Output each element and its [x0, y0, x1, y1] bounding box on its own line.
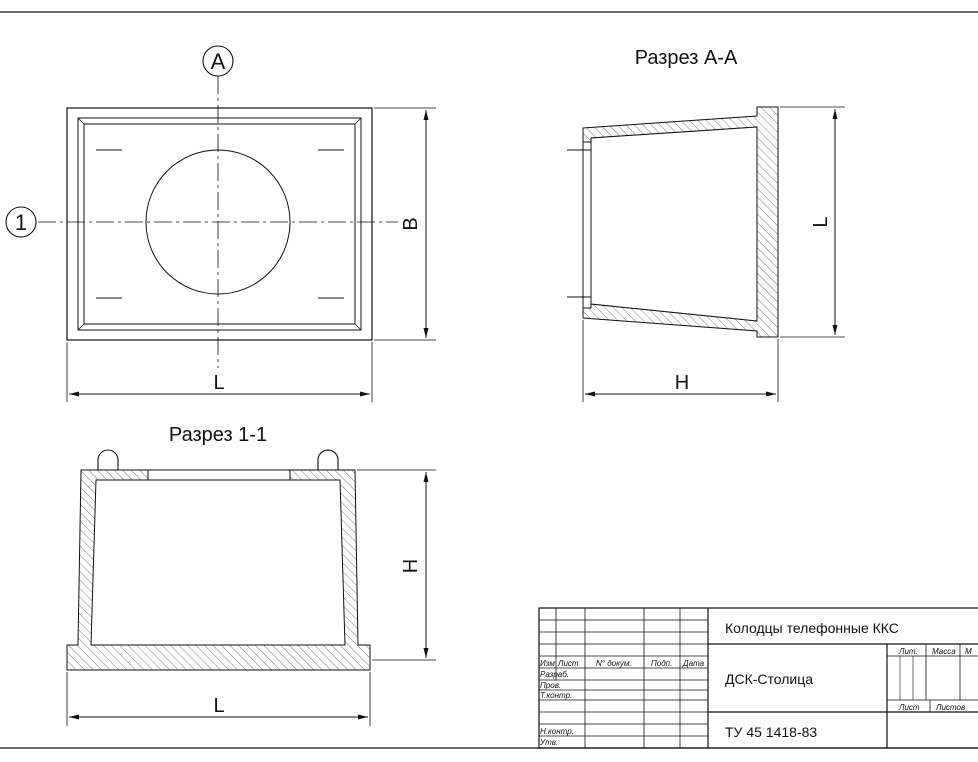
product-title: Колодцы телефонные ККС: [725, 620, 899, 636]
plan-dimension-l: L: [66, 342, 373, 402]
section-11-dimension-h: H: [357, 469, 436, 661]
tb-listov: Листов: [935, 703, 965, 712]
svg-text:L: L: [810, 216, 832, 227]
section-aa-dimension-h: H: [582, 320, 779, 402]
svg-text:A: A: [211, 49, 226, 74]
tb-row-nkontr: Н.контр.: [540, 727, 574, 736]
organization-name: ДСК-Столица: [725, 671, 813, 687]
tb-massa: Масса: [932, 647, 956, 656]
tb-row-utv: Утв.: [539, 738, 558, 747]
tb-row-tkontr: Т.контр.: [540, 691, 572, 700]
plan-dimension-b: B: [374, 107, 436, 341]
plan-view: [38, 76, 398, 368]
standard-code: ТУ 45 1418-83: [725, 724, 817, 740]
tb-row-prov: Пров.: [540, 681, 561, 690]
section-11-view: [66, 449, 371, 671]
svg-text:1: 1: [15, 210, 27, 235]
tb-row-razrab: Разраб.: [540, 670, 569, 679]
tb-list: Лист: [898, 703, 920, 712]
section-11-title: Разрез 1-1: [169, 424, 267, 446]
tb-col-izm: Изм: [540, 659, 555, 668]
svg-text:H: H: [675, 372, 689, 394]
title-block: [538, 607, 978, 749]
axis-1-marker: 1: [5, 206, 37, 238]
tb-lit: Лит.: [898, 647, 918, 656]
section-aa-view: [567, 106, 779, 338]
tb-col-data: Дата: [682, 659, 705, 668]
svg-text:L: L: [213, 372, 224, 394]
section-aa-dimension-l: L: [780, 106, 845, 338]
tb-col-docum: N° докум.: [596, 659, 632, 668]
svg-text:H: H: [400, 559, 422, 573]
axis-a-marker: A: [202, 45, 234, 77]
svg-text:L: L: [213, 695, 224, 717]
tb-col-podp: Подп.: [651, 659, 672, 668]
tb-col-list: Лист: [557, 659, 579, 668]
svg-text:B: B: [400, 217, 422, 230]
section-11-dimension-l: L: [66, 672, 371, 726]
tb-masshtab: М: [965, 647, 972, 656]
section-aa-title: Разрез А-А: [635, 47, 738, 69]
